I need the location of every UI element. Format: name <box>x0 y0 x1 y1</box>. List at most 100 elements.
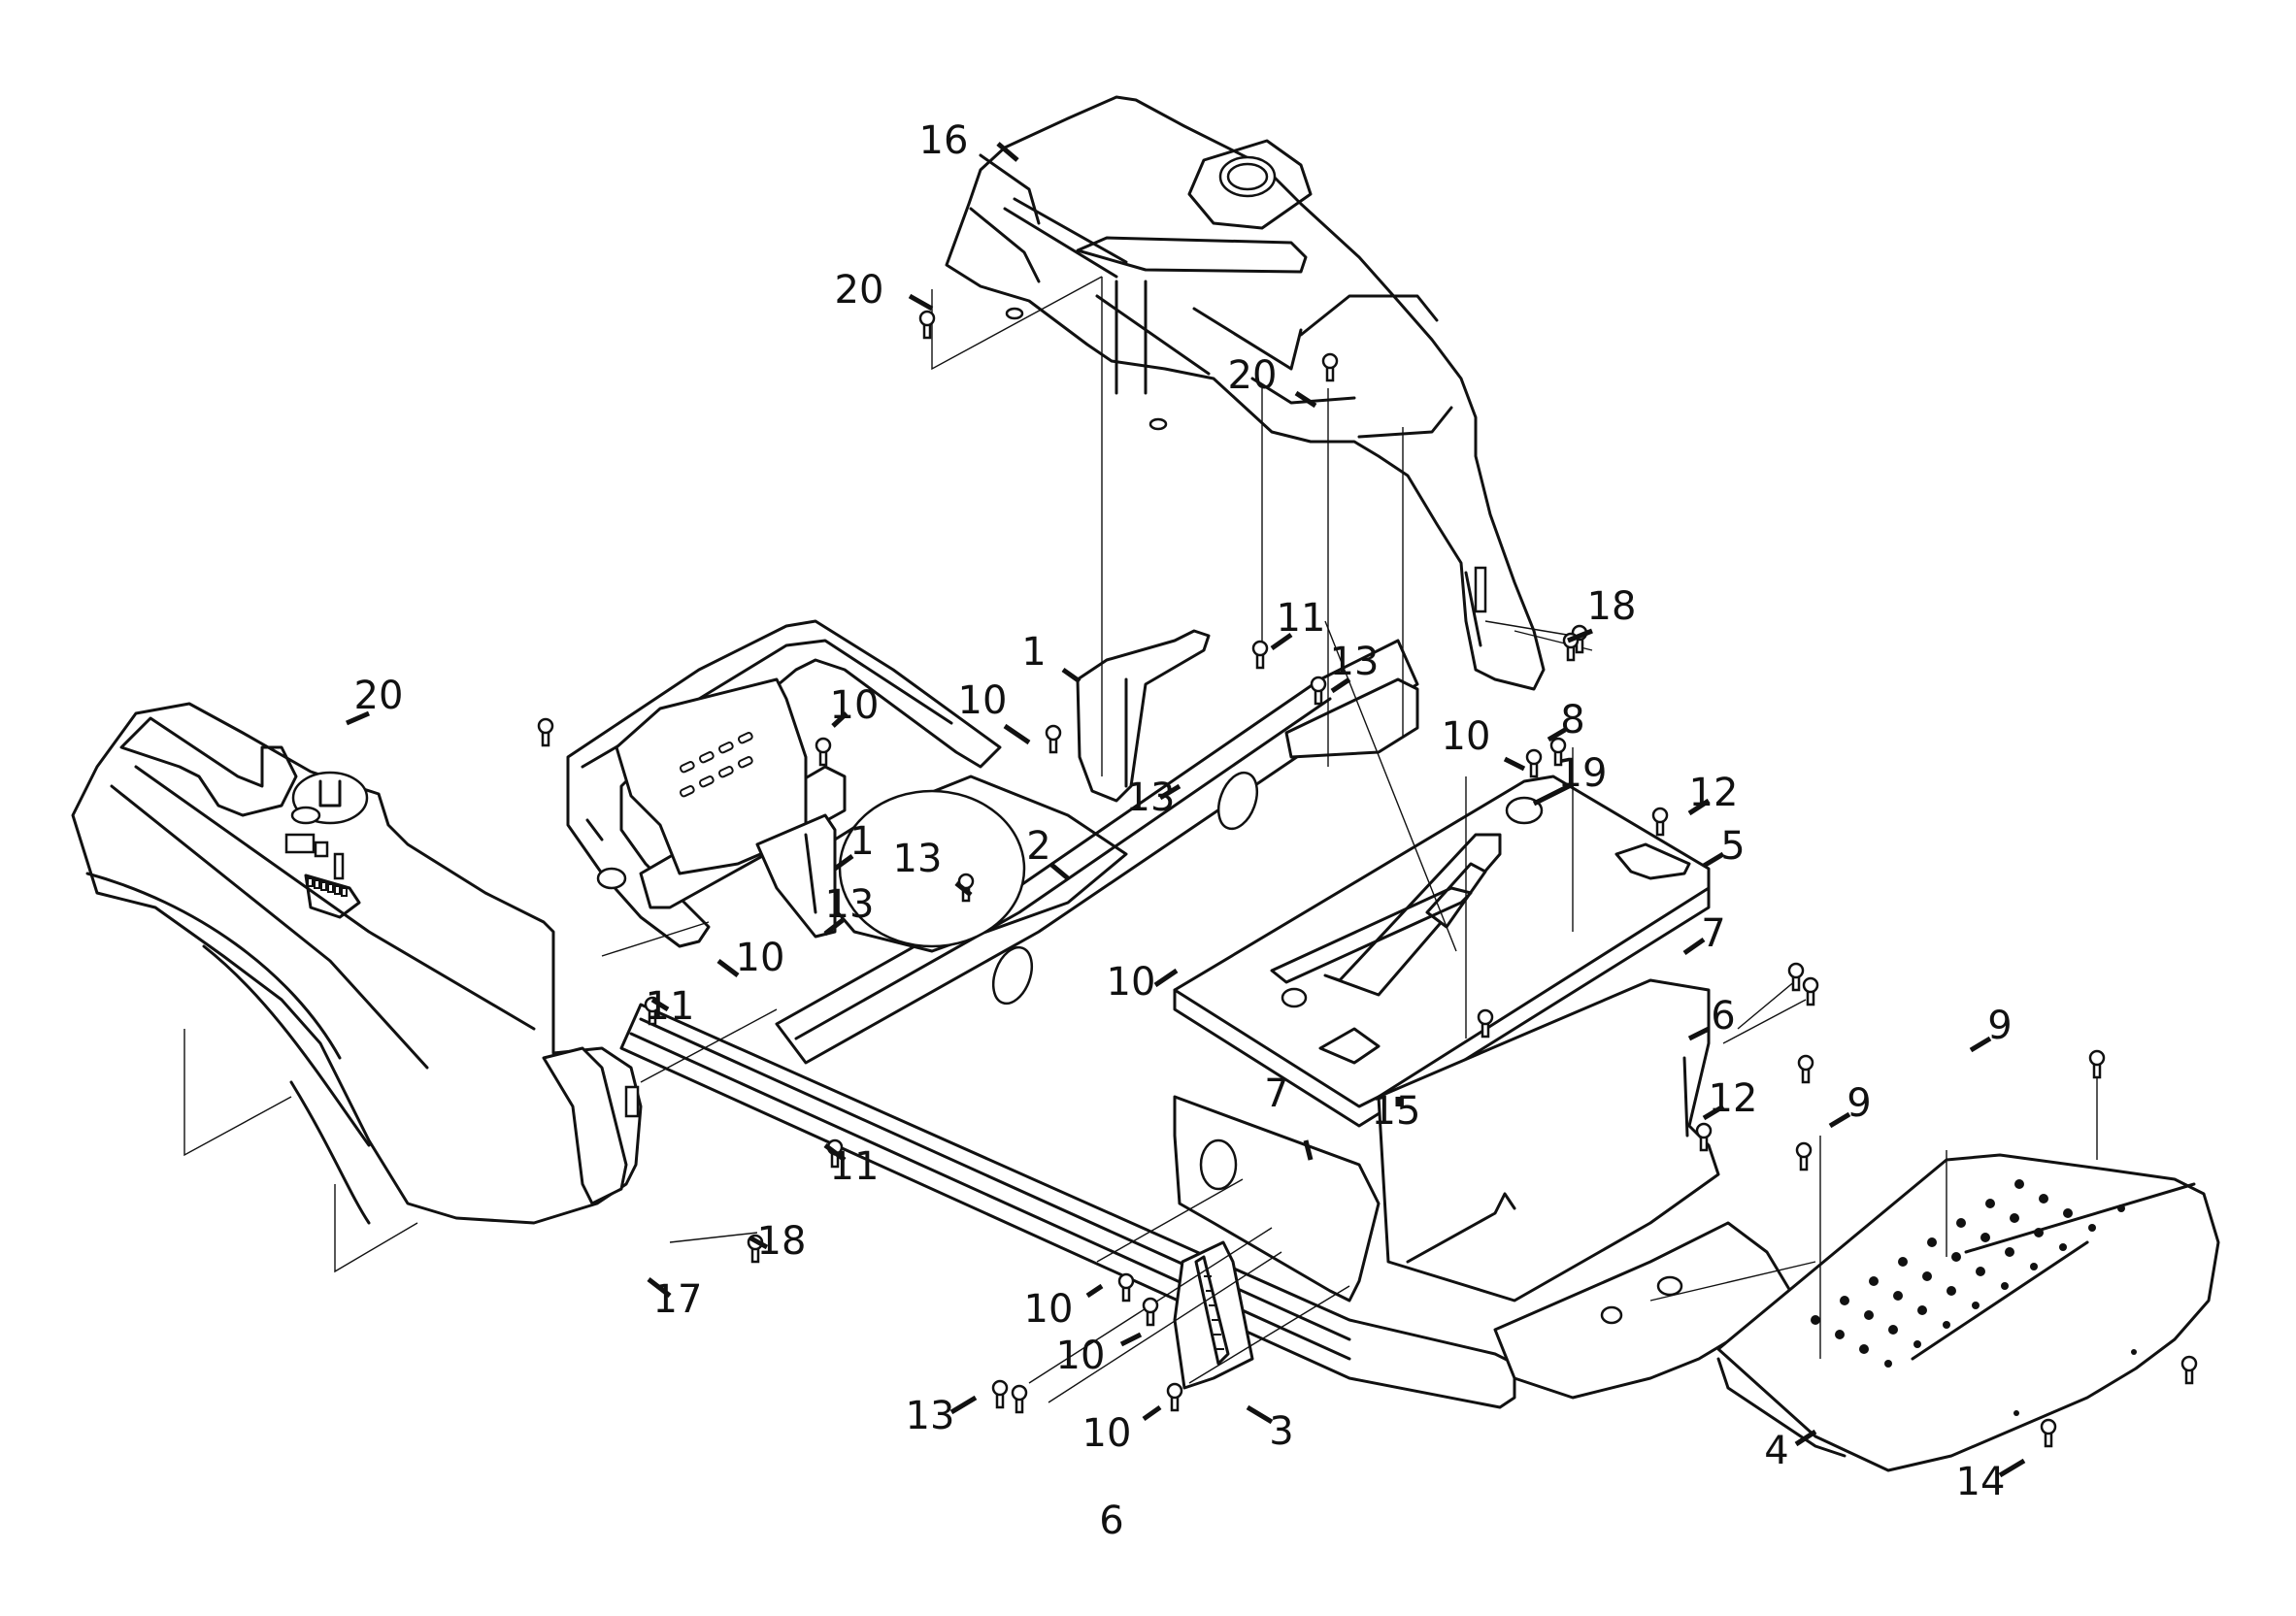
callout-6: 6 <box>1099 1499 1123 1543</box>
callout-label: 13 <box>893 837 943 881</box>
leader-line <box>823 918 845 936</box>
leader-line <box>908 293 934 312</box>
leader-line <box>949 1395 978 1415</box>
callout-label: 15 <box>1372 1089 1421 1134</box>
leader-line <box>1547 727 1567 742</box>
callout-label: 13 <box>1330 640 1380 684</box>
callout-10: 10 <box>1107 960 1179 1005</box>
leader-line <box>831 711 849 728</box>
bolt-icon <box>1795 1141 1813 1171</box>
side-plate <box>1173 978 1798 1400</box>
callout-20: 20 <box>1228 353 1317 409</box>
callout-label: 11 <box>1277 596 1326 641</box>
pedal-bracket <box>1173 1240 1254 1390</box>
callout-18: 18 <box>1567 584 1637 643</box>
bolt-icon <box>2088 1049 2106 1079</box>
callout-13: 13 <box>1330 640 1380 694</box>
leader-line <box>1969 1036 1992 1053</box>
leader-line <box>1998 1458 2026 1478</box>
callout-20: 20 <box>835 268 934 313</box>
callout-13: 13 <box>906 1394 978 1438</box>
callout-label: 20 <box>1228 353 1278 398</box>
callout-label: 20 <box>354 674 404 718</box>
callout-11: 11 <box>823 1143 880 1189</box>
seat-plate <box>1173 775 1711 1128</box>
leader-line <box>1702 1104 1725 1121</box>
leader-line <box>716 959 740 977</box>
callout-label: 10 <box>1082 1411 1132 1456</box>
callout-14: 14 <box>1956 1458 2026 1504</box>
leader-line <box>996 142 1019 162</box>
bolt-icon <box>2040 1418 2057 1448</box>
leader-line <box>1532 781 1575 807</box>
callout-10: 10 <box>1024 1283 1104 1332</box>
leader-line <box>1503 756 1526 772</box>
callout-20: 20 <box>346 674 404 726</box>
callout-1: 1 <box>833 819 875 872</box>
callout-label: 1 <box>1021 630 1046 675</box>
callout-3: 3 <box>1246 1404 1294 1454</box>
leader-line <box>1687 798 1711 816</box>
leader-line <box>1119 1332 1143 1347</box>
callout-5: 5 <box>1702 824 1746 869</box>
leader-line <box>650 997 670 1012</box>
leader-line <box>1003 723 1031 745</box>
bolt-icon <box>1166 1382 1183 1412</box>
callout-label: 10 <box>958 678 1008 723</box>
leader-line <box>823 1143 847 1162</box>
bolt-icon <box>1549 737 1567 767</box>
callout-label: 9 <box>1987 1004 2012 1048</box>
callout-13: 13 <box>1126 775 1181 820</box>
callout-label: 19 <box>1558 751 1608 796</box>
callout-label: 7 <box>1701 911 1725 956</box>
rear-fender <box>945 95 1546 691</box>
callout-label: 18 <box>1587 584 1637 629</box>
callout-label: 17 <box>653 1277 703 1322</box>
leader-line <box>1048 862 1070 880</box>
callout-label: 1 <box>849 819 874 864</box>
leader-line <box>647 1277 672 1298</box>
callout-9: 9 <box>1969 1004 2013 1053</box>
leader-line <box>748 1235 769 1250</box>
callout-label: 11 <box>830 1144 880 1189</box>
bolt-icon <box>815 737 832 767</box>
callout-9: 9 <box>1828 1081 1872 1129</box>
bolt-icon <box>2180 1355 2198 1385</box>
callout-10: 10 <box>716 936 784 980</box>
bolt-icon <box>537 717 554 747</box>
bolt-icon <box>991 1379 1009 1409</box>
callout-2: 2 <box>1026 824 1070 880</box>
callout-10: 10 <box>830 683 880 728</box>
callout-18: 18 <box>748 1219 806 1264</box>
bolt-icon <box>918 310 936 340</box>
callout-10: 10 <box>1442 714 1526 772</box>
callout-label: 10 <box>1442 714 1491 759</box>
callout-label: 10 <box>1056 1334 1106 1378</box>
bolt-icon <box>1802 976 1819 1006</box>
callout-10: 10 <box>1082 1404 1162 1456</box>
leader-line <box>1153 968 1179 988</box>
callout-10: 10 <box>958 678 1031 745</box>
callout-label: 4 <box>1764 1429 1788 1473</box>
callout-label: 11 <box>646 984 695 1029</box>
callout-label: 5 <box>1720 824 1745 869</box>
callout-12: 12 <box>1687 771 1738 816</box>
bolt-icon <box>1251 640 1269 670</box>
callout-label: 20 <box>835 268 884 313</box>
bolt-icon <box>1142 1297 1159 1327</box>
leader-line <box>1794 1429 1817 1447</box>
leader-line <box>1158 783 1181 801</box>
leader-line <box>1246 1404 1274 1425</box>
callout-10: 10 <box>1056 1332 1143 1378</box>
leader-line <box>1567 628 1593 643</box>
callout-6: 6 <box>1687 994 1736 1041</box>
leader-line <box>833 853 854 872</box>
callout-label: 8 <box>1560 698 1584 742</box>
leader-line <box>1270 632 1293 651</box>
leader-line <box>1687 1026 1711 1041</box>
leader-line <box>1682 937 1706 956</box>
leader-line <box>1828 1111 1851 1129</box>
callout-13: 13 <box>823 882 874 936</box>
